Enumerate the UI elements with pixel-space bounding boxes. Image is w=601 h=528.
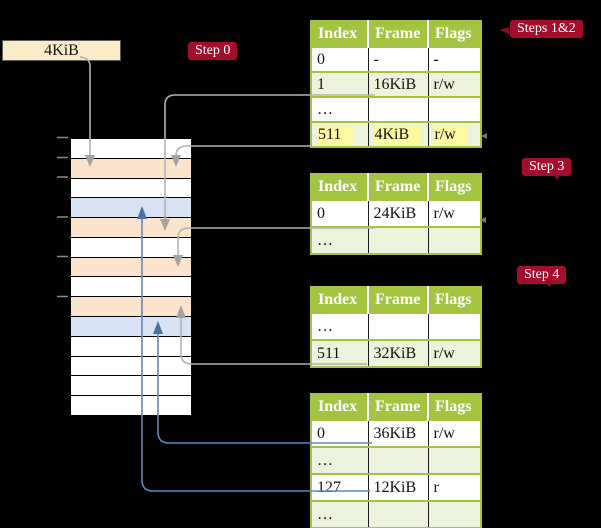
cell-flags: r/w <box>427 419 481 447</box>
col-header-index: Index <box>311 394 368 420</box>
cell-index: 0 <box>311 199 368 227</box>
memory-frame-row-white <box>71 139 191 159</box>
table-row: … <box>311 226 481 254</box>
cell-flags <box>427 500 481 528</box>
highlight: 4KiB <box>373 125 422 145</box>
col-header-index: Index <box>311 21 368 47</box>
col-header-flags: Flags <box>427 287 481 313</box>
col-header-flags: Flags <box>427 21 481 47</box>
memory-frame-row-orange <box>71 257 191 278</box>
badge-steps-1-2: Steps 1&2 <box>510 20 583 38</box>
col-header-flags: Flags <box>427 174 481 200</box>
cell-frame <box>367 226 428 254</box>
table-row-highlighted: 511 4KiB r/w <box>311 121 481 147</box>
table-row: … <box>311 500 481 528</box>
memory-tick-marks <box>57 136 68 298</box>
memory-frame-row-orange <box>71 297 191 318</box>
table-header-row: Index Frame Flags <box>311 174 481 200</box>
cell-flags: - <box>427 46 481 72</box>
cell-index: … <box>311 500 368 528</box>
memory-frame-row-white <box>71 396 191 415</box>
cell-index: … <box>311 446 368 474</box>
col-header-index: Index <box>311 287 368 313</box>
memory-frame-row-white <box>71 336 191 357</box>
memory-frame-row-blue <box>71 317 191 337</box>
cell-frame: 4KiB <box>367 121 428 147</box>
col-header-frame: Frame <box>367 394 428 420</box>
frame-size-label-box: 4KiB <box>2 40 121 61</box>
memory-frame-row-white <box>71 178 191 199</box>
connector-t1-row511-to-frame4 <box>175 145 311 157</box>
cell-flags: r <box>427 473 481 501</box>
table-header-row: Index Frame Flags <box>311 394 481 420</box>
table-header-row: Index Frame Flags <box>311 287 481 313</box>
cell-frame: - <box>367 46 428 72</box>
table-row: 0 36KiB r/w <box>311 419 481 447</box>
cell-flags <box>427 96 481 122</box>
col-header-frame: Frame <box>367 174 428 200</box>
cell-flags: r/w <box>427 339 481 367</box>
cell-flags: r/w <box>427 121 481 147</box>
page-table-steps-1-2: Index Frame Flags 0 - - 1 16KiB r/w … 51… <box>310 20 482 148</box>
highlight: r/w <box>433 125 468 145</box>
col-header-frame: Frame <box>367 21 428 47</box>
col-header-index: Index <box>311 174 368 200</box>
table-row: 511 32KiB r/w <box>311 339 481 367</box>
page-table-step-3: Index Frame Flags 0 24KiB r/w … <box>310 173 482 255</box>
table-row: … <box>311 446 481 474</box>
table-row: 0 24KiB r/w <box>311 199 481 227</box>
cell-frame: 16KiB <box>367 71 428 97</box>
col-header-frame: Frame <box>367 287 428 313</box>
cell-index: 0 <box>311 46 368 72</box>
cell-flags <box>427 226 481 254</box>
badge-step-0: Step 0 <box>188 42 238 60</box>
memory-frame-row-white <box>71 277 191 298</box>
cell-frame: 24KiB <box>367 199 428 227</box>
memory-frame-row-orange <box>71 158 191 179</box>
table-row: 1 16KiB r/w <box>311 71 481 97</box>
page-table-step-4: Index Frame Flags … 511 32KiB r/w <box>310 286 482 368</box>
table-header-row: Index Frame Flags <box>311 21 481 47</box>
badge-pointer-marks <box>500 27 561 287</box>
cell-frame <box>367 312 428 340</box>
cell-flags <box>427 312 481 340</box>
cell-flags: r/w <box>427 199 481 227</box>
page-table-final: Index Frame Flags 0 36KiB r/w … 127 12Ki… <box>310 393 482 528</box>
table-row: … <box>311 96 481 122</box>
memory-frame-row-orange <box>71 218 191 238</box>
highlight: 511 <box>317 125 354 145</box>
memory-frame-row-white <box>71 356 191 377</box>
memory-frame-row-white <box>71 376 191 397</box>
badge-pointer <box>500 27 509 34</box>
memory-frame-row-white <box>71 237 191 258</box>
cell-index: 0 <box>311 419 368 447</box>
cell-flags <box>427 446 481 474</box>
cell-frame: 36KiB <box>367 419 428 447</box>
col-header-flags: Flags <box>427 394 481 420</box>
table-row: … <box>311 312 481 340</box>
physical-memory-strip <box>70 138 192 416</box>
cell-index: … <box>311 312 368 340</box>
cell-frame: 32KiB <box>367 339 428 367</box>
cell-frame: 12KiB <box>367 473 428 501</box>
cell-flags: r/w <box>427 71 481 97</box>
cell-frame <box>367 96 428 122</box>
badge-step-4: Step 4 <box>517 266 567 284</box>
memory-frame-row-blue <box>71 198 191 219</box>
cell-index: … <box>311 226 368 254</box>
badge-step-3: Step 3 <box>522 158 572 176</box>
cell-index: … <box>311 96 368 122</box>
cell-index: 1 <box>311 71 368 97</box>
table-row: 0 - - <box>311 46 481 72</box>
cell-index: 127 <box>311 473 368 501</box>
cell-frame <box>367 500 428 528</box>
frame-size-label: 4KiB <box>44 41 79 59</box>
cell-index: 511 <box>311 339 368 367</box>
table-row: 127 12KiB r <box>311 473 481 501</box>
cell-index: 511 <box>311 121 368 147</box>
cell-frame <box>367 446 428 474</box>
